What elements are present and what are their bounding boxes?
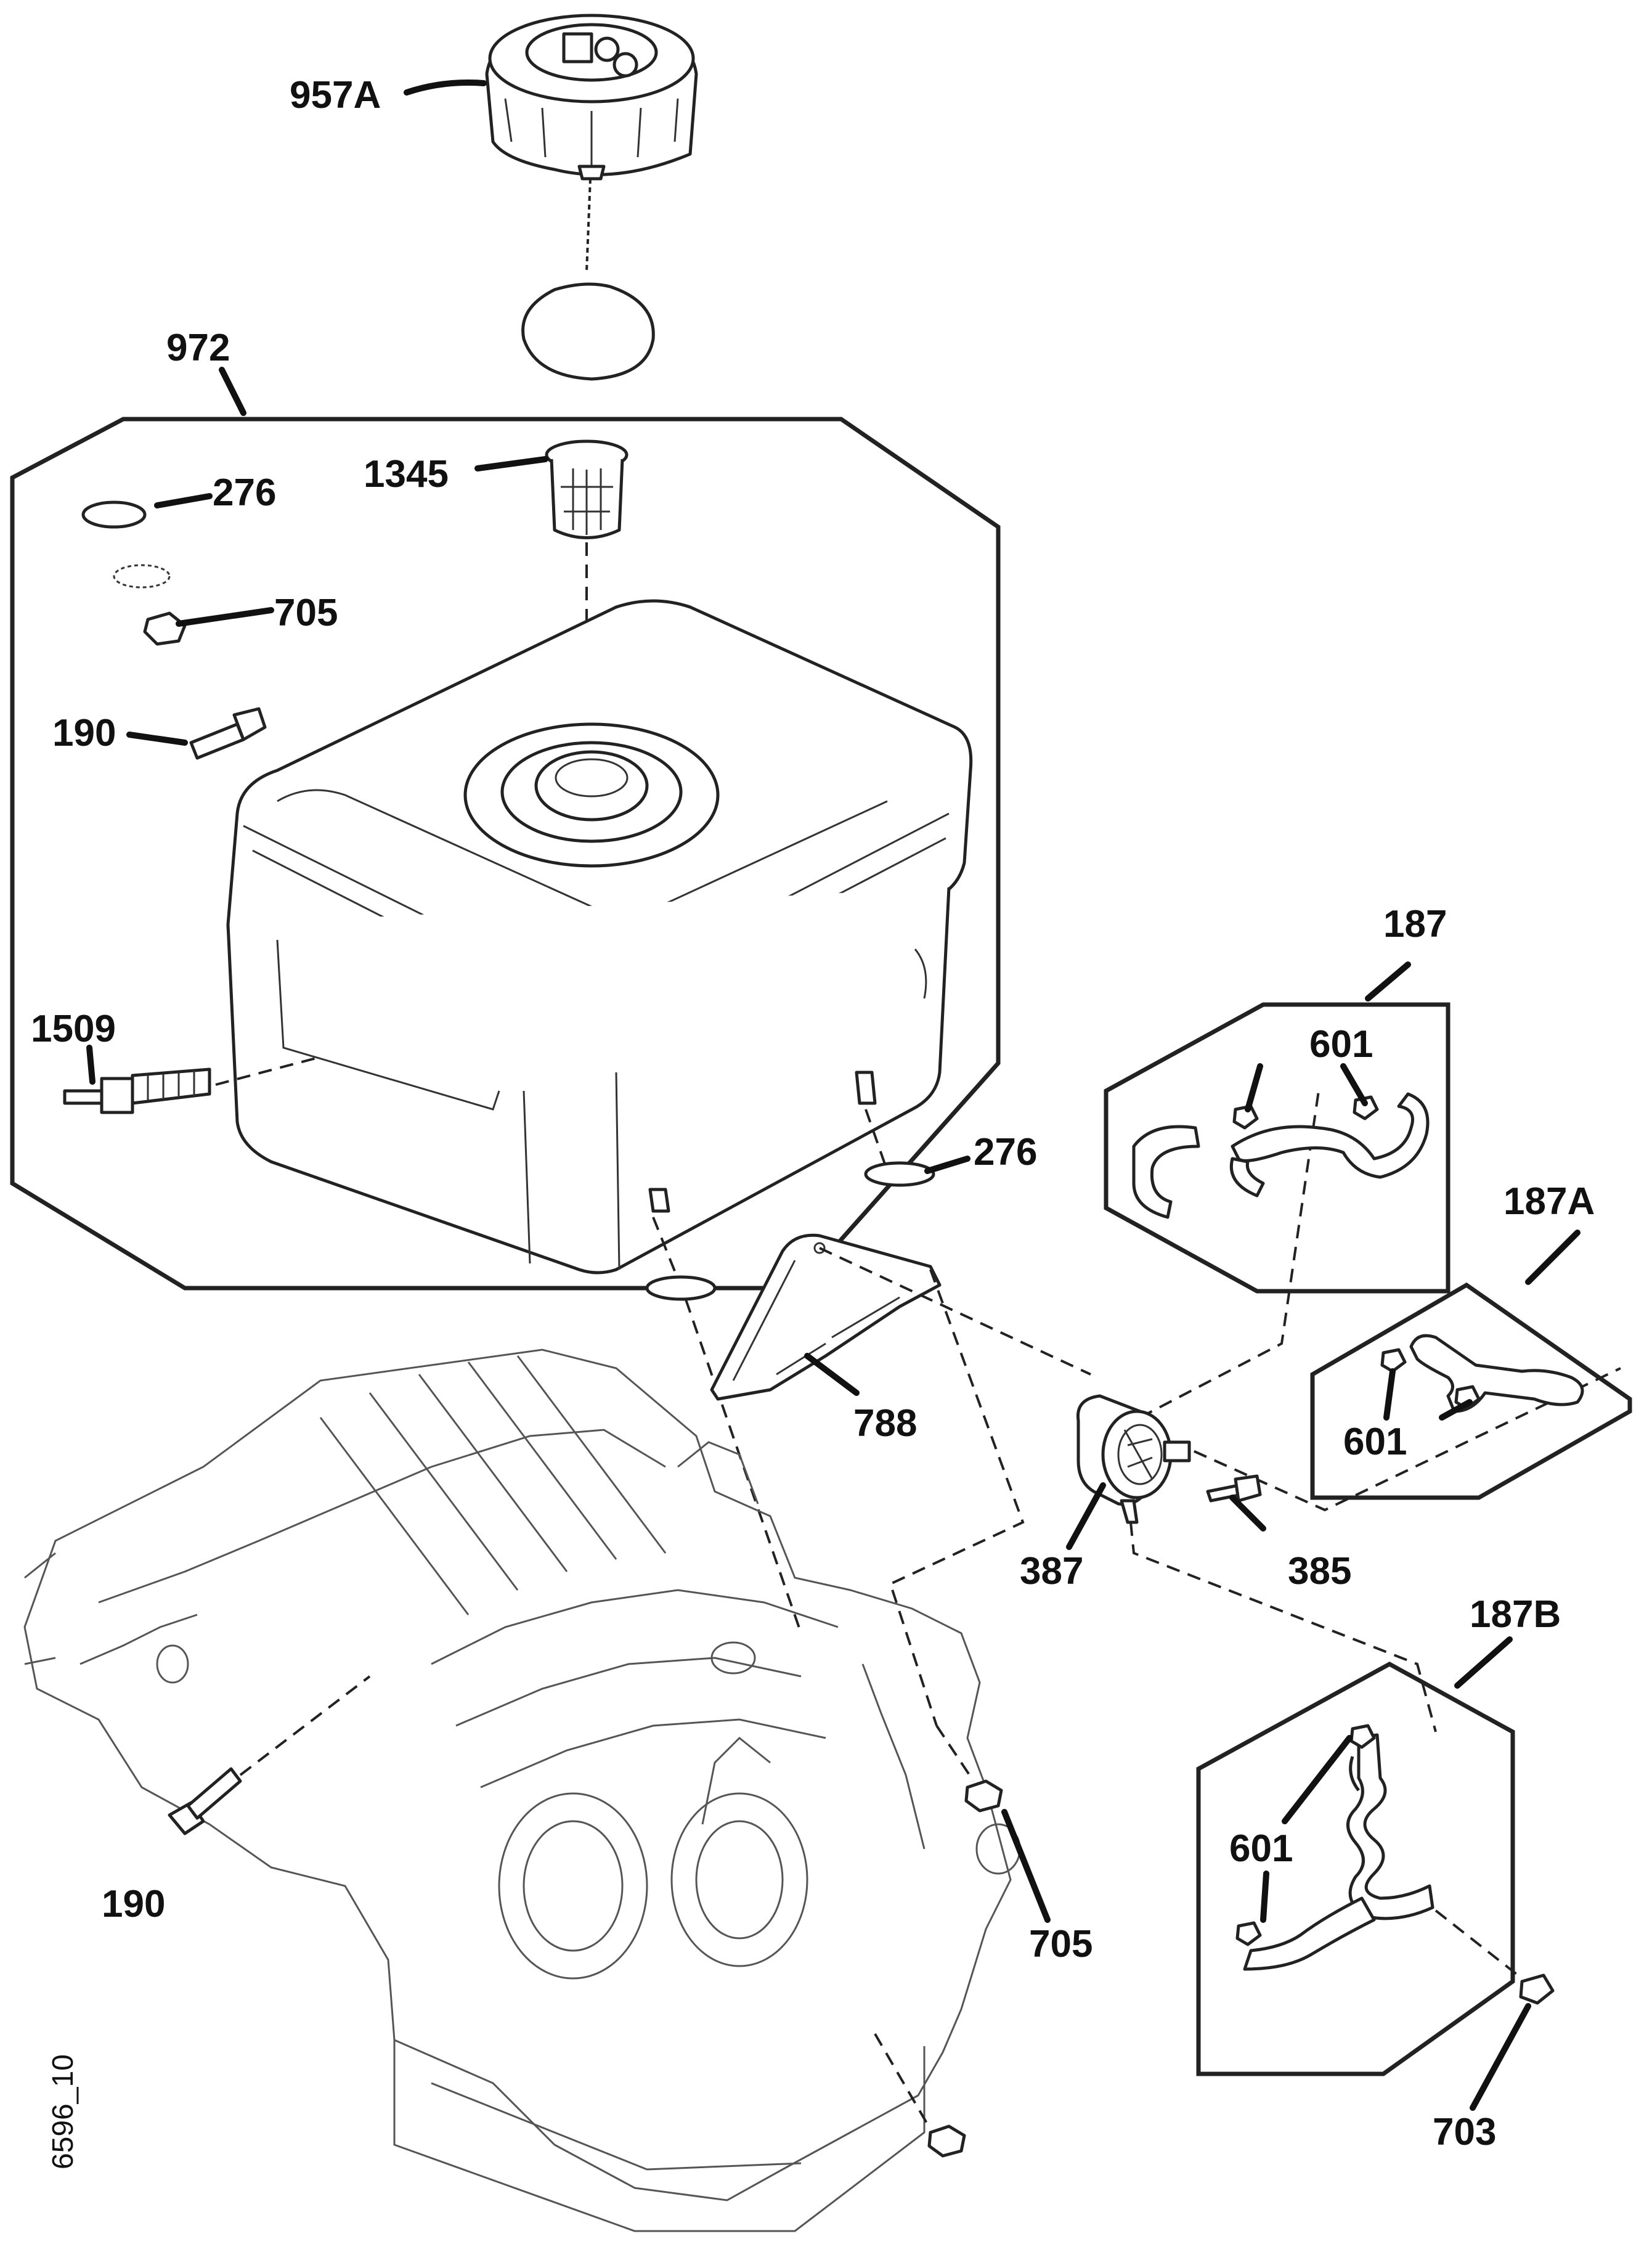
fuel-hose-187A (1409, 1334, 1584, 1413)
engine-block (23, 1348, 1021, 2232)
document-id: 6596_10 (47, 2054, 79, 2169)
callout-187: 187 (1383, 903, 1447, 945)
callout-972: 972 (166, 327, 230, 369)
callout-276-mid: 276 (974, 1131, 1037, 1173)
valve-centerline (215, 1056, 321, 1086)
washer-icon (645, 1275, 717, 1301)
hose-kit-outline-187B (1196, 1662, 1515, 2076)
washer-icon (864, 1161, 935, 1187)
hose-clamp-icon (1232, 1095, 1379, 1130)
callout-601-187A: 601 (1343, 1421, 1407, 1463)
callout-1509: 1509 (31, 1008, 116, 1050)
fuel-strainer (545, 439, 629, 539)
bolt-icon (189, 707, 267, 760)
callout-957A: 957A (290, 74, 381, 116)
hose-clamp-icon (1380, 1348, 1481, 1410)
hose-kit-outline-187 (1104, 1002, 1451, 1294)
cap-tether (585, 178, 592, 272)
callout-276-top: 276 (213, 471, 276, 514)
washer-icon (81, 500, 147, 529)
fuel-cap (485, 14, 698, 181)
callout-190-top: 190 (52, 712, 116, 754)
nut-icon (927, 2124, 966, 2158)
fuel-hose-187 (1132, 1092, 1430, 1219)
fuel-filter (1076, 1394, 1191, 1524)
washer-ghost-icon (113, 564, 171, 589)
callout-187A: 187A (1503, 1180, 1595, 1223)
nut-icon (143, 611, 187, 646)
shutoff-valve-icon (63, 1067, 211, 1114)
callout-385: 385 (1288, 1550, 1351, 1593)
nut-icon (964, 1779, 1003, 1813)
hose-clamp-icon (1235, 1724, 1376, 1946)
callout-788: 788 (853, 1402, 917, 1445)
callout-601-187B: 601 (1229, 1827, 1293, 1870)
callout-601-187: 601 (1309, 1023, 1373, 1066)
fuel-tank (226, 599, 973, 1275)
callout-703: 703 (1433, 2111, 1496, 2153)
callout-705-top: 705 (274, 592, 338, 634)
hose-kit-outline-187A (1310, 1282, 1632, 1500)
bolt-icon (168, 1767, 242, 1835)
fuel-hose-187B (1243, 1733, 1434, 1971)
callout-187B: 187B (1470, 1593, 1561, 1636)
leader-lines (86, 80, 1581, 2111)
callout-705-bottom: 705 (1029, 1923, 1093, 1965)
screw-icon (1206, 1474, 1262, 1503)
clamp-703-icon (1519, 1973, 1555, 2005)
callout-190-bottom: 190 (102, 1883, 165, 1925)
callout-387: 387 (1020, 1550, 1083, 1593)
callout-1345: 1345 (364, 453, 449, 496)
tank-bracket (710, 1233, 942, 1401)
o-ring (521, 282, 655, 381)
